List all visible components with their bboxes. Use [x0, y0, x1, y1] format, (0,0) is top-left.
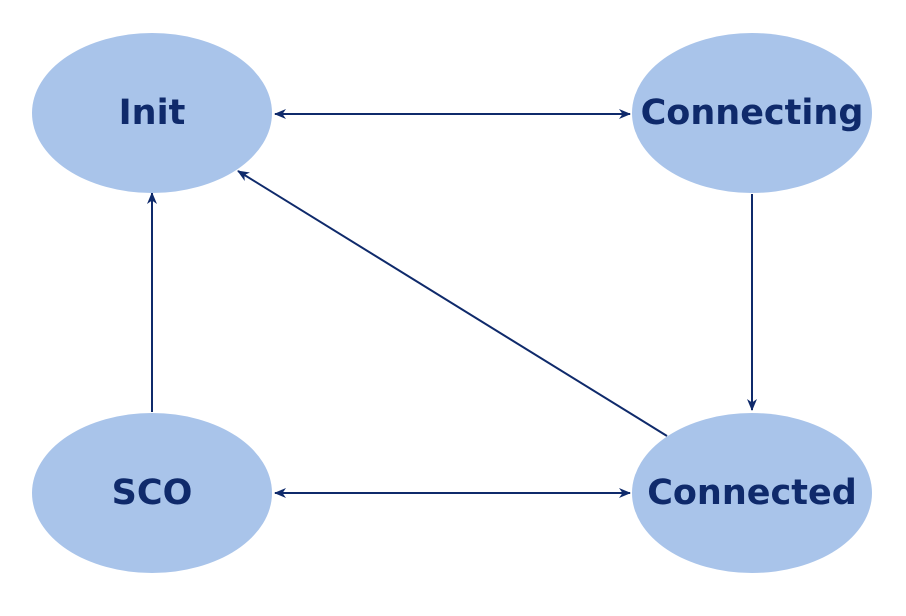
state-node-connected: Connected [632, 413, 872, 573]
state-node-connecting: Connecting [632, 33, 872, 193]
state-node-init-label: Init [119, 93, 186, 133]
state-node-init-shape [32, 33, 272, 193]
edge-connected-init [237, 170, 668, 437]
state-node-connected-label: Connected [647, 473, 857, 513]
state-node-connected-shape [632, 413, 872, 573]
state-node-sco: SCO [32, 413, 272, 573]
state-node-connecting-shape [632, 33, 872, 193]
state-node-sco-label: SCO [112, 473, 193, 513]
state-node-connecting-label: Connecting [641, 93, 864, 133]
state-node-init: Init [32, 33, 272, 193]
edges [147, 109, 757, 498]
state-node-sco-shape [32, 413, 272, 573]
